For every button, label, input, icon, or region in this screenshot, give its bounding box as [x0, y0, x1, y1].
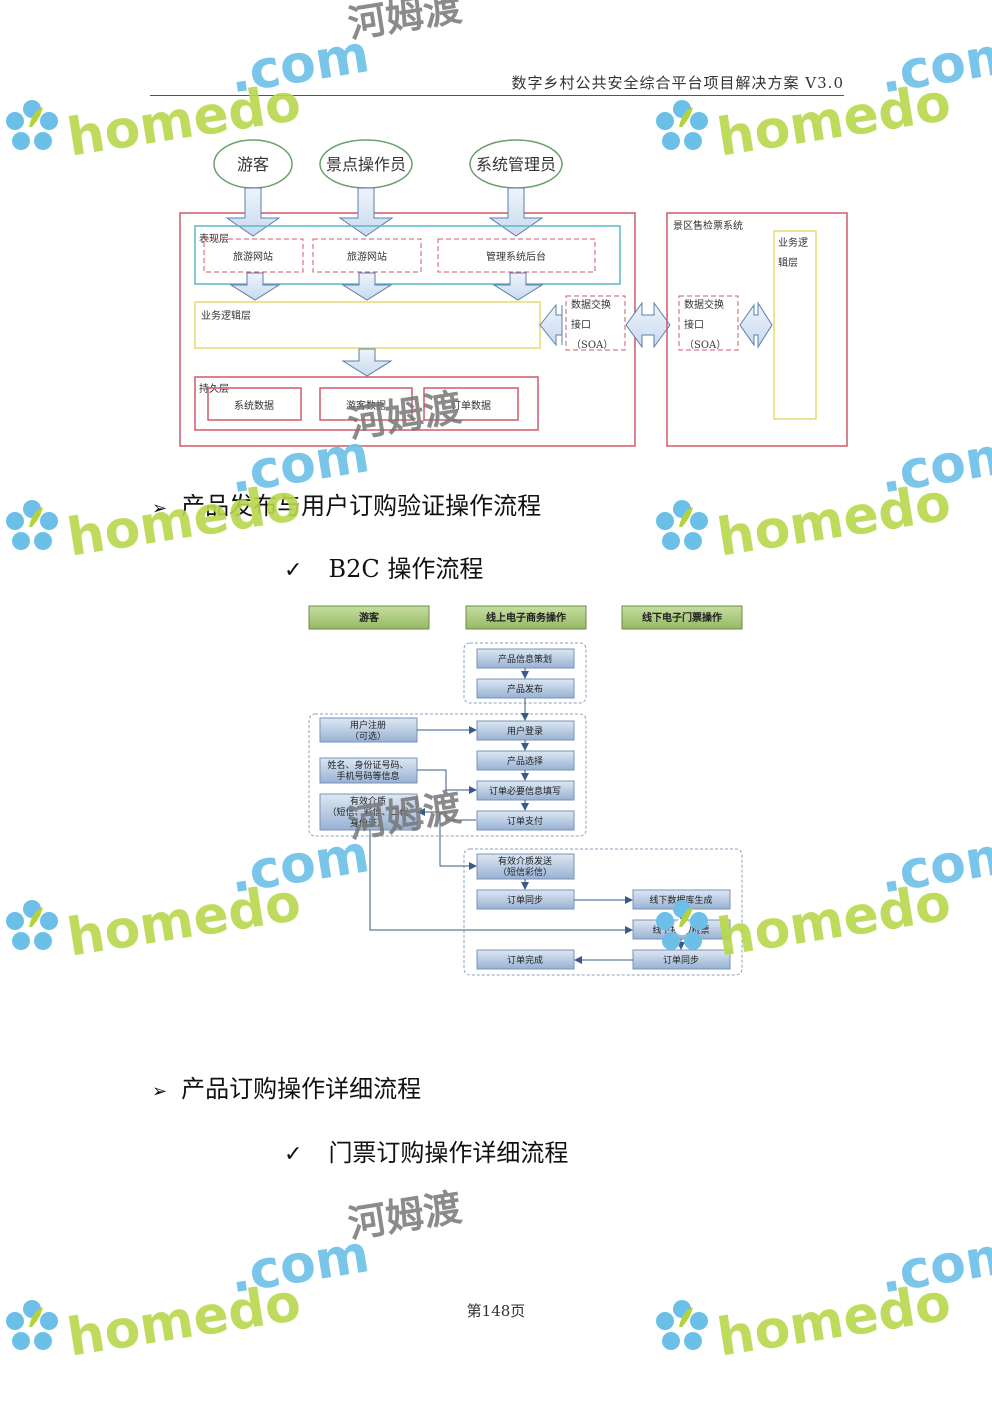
external-system-box	[666, 212, 848, 447]
external-logic-l2: 辑层	[778, 256, 798, 269]
pres-item-3: 管理系统后台	[486, 250, 546, 263]
data-item-box-1	[207, 387, 302, 421]
order-sync-online: 订单同步	[507, 894, 543, 906]
online-step-5: 订单必要信息填写	[489, 785, 561, 797]
user-reg-box	[319, 717, 418, 743]
online-box-6	[476, 810, 575, 831]
arrow-logic-interface	[539, 303, 563, 347]
connector-pay-send	[439, 812, 477, 870]
connector-info-fill	[417, 769, 477, 794]
user-reg-l1: 用户注册	[350, 719, 386, 731]
pres-item-box-2	[312, 238, 422, 273]
user-media-l3: 身份证）	[350, 817, 386, 829]
offline-step-2: 线下换票/检票	[652, 924, 709, 936]
arrow-operator-down	[338, 187, 394, 237]
logic-label: 业务逻辑层	[201, 309, 251, 322]
sub-heading-2-text: 门票订购操作详细流程	[328, 1139, 569, 1167]
interface-platform-l1: 数据交换	[571, 298, 611, 311]
svg-text:.com: .com	[225, 1224, 373, 1305]
lane-online-box	[465, 605, 587, 630]
interface-platform-l3: （SOA）	[571, 339, 613, 351]
watermark-instance: homedo .com 河姆渡	[6, 1185, 465, 1369]
arrow-bullet-icon: ➢	[152, 498, 168, 519]
arrow-tourist-down	[225, 187, 281, 237]
data-item-box-2	[319, 387, 413, 421]
pres-item-box-1	[203, 238, 304, 273]
online-step-6: 订单支付	[507, 815, 543, 827]
arrow-pres-logic-2	[341, 272, 393, 301]
page-number: 第148页	[466, 1302, 526, 1320]
data-item-3: 订单数据	[451, 399, 491, 412]
data-layer	[194, 376, 539, 431]
watermark-instance: homedo .com	[656, 1224, 992, 1369]
architecture-diagram: 游客 景点操作员 系统管理员 表现层 旅游网站 旅游网站 管理系统后台 业务逻辑…	[179, 139, 848, 447]
sub-heading-1-text: B2C 操作流程	[328, 555, 484, 583]
online-step-2: 产品发布	[507, 683, 543, 695]
arrow-pres-logic-1	[229, 272, 281, 301]
section-heading-1: ➢ 产品发布与用户订购验证操作流程	[152, 486, 541, 521]
offline-step-1: 线下数据库生成	[649, 894, 712, 906]
offline-step-3: 订单同步	[663, 954, 699, 966]
user-reg-l2: （可选）	[350, 730, 386, 742]
actor-operator: 景点操作员	[326, 155, 406, 174]
section-heading-2-text: 产品订购操作详细流程	[181, 1075, 422, 1103]
sub-heading-2: ✓ 门票订购操作详细流程	[284, 1133, 568, 1168]
online-step-3: 用户登录	[507, 725, 543, 737]
lane-offline-box	[621, 605, 743, 630]
data-item-2: 游客数据	[346, 399, 386, 412]
group-order	[308, 713, 587, 837]
b2c-flowchart: 游客 线上电子商务操作 线下电子门票操作 产品信息策划 产品发布 用户登录 产品…	[308, 605, 743, 976]
actor-admin: 系统管理员	[476, 155, 556, 174]
data-item-1: 系统数据	[234, 399, 274, 412]
lane-tourist-box	[308, 605, 430, 630]
section-heading-2: ➢ 产品订购操作详细流程	[152, 1069, 421, 1104]
presentation-layer	[194, 225, 621, 285]
order-complete: 订单完成	[507, 954, 543, 966]
external-logic-layer	[773, 230, 817, 420]
user-media-l2: （短信、彩信、二代	[327, 806, 408, 818]
arrow-pres-logic-3	[492, 272, 544, 301]
svg-text:河姆渡: 河姆渡	[345, 1185, 464, 1246]
pres-item-box-3	[437, 238, 596, 273]
lane-offline: 线下电子门票操作	[642, 611, 722, 624]
arrow-bullet-icon: ➢	[152, 1081, 168, 1102]
arrow-interface-exchange	[625, 301, 671, 349]
interface-platform-l2: 接口	[571, 318, 591, 331]
header-divider	[150, 95, 844, 96]
interface-external-l3: （SOA）	[684, 339, 726, 351]
user-media-l1: 有效介质	[350, 795, 386, 807]
svg-text:.com: .com	[875, 1224, 992, 1305]
connector-media-check	[369, 830, 633, 934]
connector-pay-media	[417, 808, 476, 821]
user-info-box	[319, 757, 418, 784]
arrow-admin-down	[488, 187, 544, 237]
send-media-l2: （短信彩信）	[498, 866, 552, 878]
group-fulfil	[463, 848, 743, 976]
actor-tourist: 游客	[237, 155, 269, 174]
section-heading-1-text: 产品发布与用户订购验证操作流程	[181, 492, 542, 520]
pres-item-2: 旅游网站	[347, 250, 387, 263]
online-step-4: 产品选择	[507, 755, 543, 767]
user-media-box	[319, 793, 418, 831]
page-header-title: 数字乡村公共安全综合平台项目解决方案 V3.0	[511, 74, 844, 92]
sub-heading-1: ✓ B2C 操作流程	[284, 549, 483, 584]
interface-external-l2: 接口	[684, 318, 704, 331]
interface-external-l1: 数据交换	[684, 298, 724, 311]
lane-online: 线上电子商务操作	[486, 611, 566, 624]
arrow-logic-data	[341, 348, 393, 377]
user-info-l2: 手机号码等信息	[336, 770, 399, 782]
user-info-l1: 姓名、身份证号码、	[327, 759, 408, 771]
check-icon: ✓	[284, 1142, 303, 1167]
check-icon: ✓	[284, 558, 303, 583]
data-item-box-3	[423, 387, 519, 421]
online-step-1: 产品信息策划	[498, 653, 552, 665]
external-system-title: 景区售检票系统	[673, 219, 743, 232]
send-media-l1: 有效介质发送	[498, 855, 552, 867]
lane-tourist: 游客	[359, 611, 380, 624]
arrow-interface-external-logic	[739, 301, 773, 349]
external-logic-l1: 业务逻	[778, 236, 808, 249]
send-media-box	[476, 853, 575, 880]
pres-item-1: 旅游网站	[233, 250, 273, 263]
